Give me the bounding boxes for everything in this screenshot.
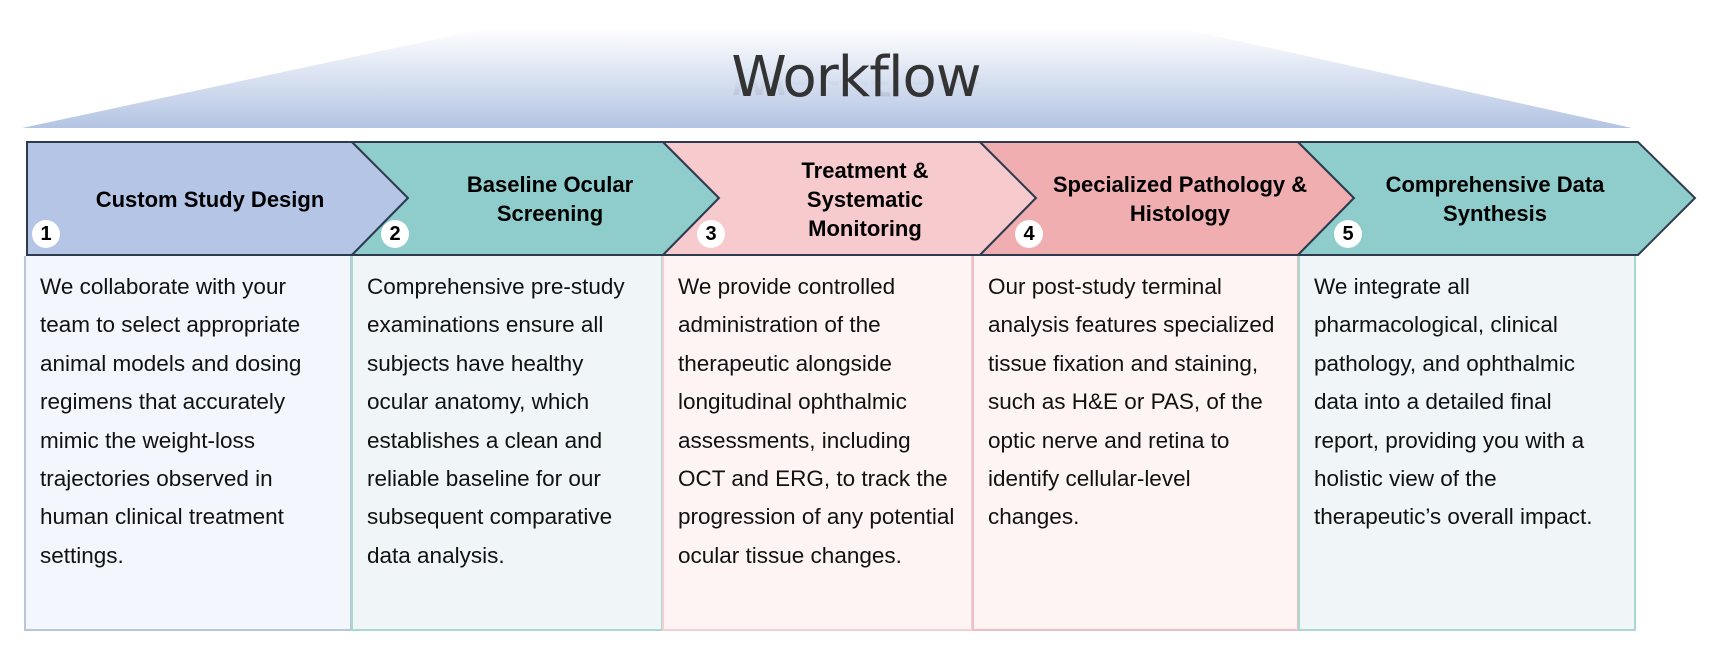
step-5-number-badge: 5: [1334, 220, 1362, 248]
step-2-number-badge: 2: [381, 220, 409, 248]
step-1-description: We collaborate with your team to select …: [40, 274, 302, 568]
step-1-title: Custom Study Design: [95, 186, 325, 212]
step-5-title: Comprehensive Data Synthesis: [1385, 172, 1605, 226]
page-title-reflection: Workflow: [0, 78, 1712, 108]
step-3-card: We provide controlled administration of …: [662, 256, 973, 631]
step-4-number-badge: 4: [1015, 220, 1043, 248]
step-4-card: Our post-study terminal analysis feature…: [972, 256, 1299, 631]
step-4-title: Specialized Pathology & Histology: [1052, 172, 1308, 226]
step-2-card: Comprehensive pre-study examinations ens…: [351, 256, 663, 631]
step-3-title: Treatment & Systematic Monitoring: [801, 157, 929, 241]
step-1-card: We collaborate with your team to select …: [24, 256, 352, 631]
step-3-description: We provide controlled administration of …: [678, 274, 955, 568]
step-5-card: We integrate all pharmacological, clinic…: [1298, 256, 1636, 631]
step-2-description: Comprehensive pre-study examinations ens…: [367, 274, 625, 568]
page-title: Workflow: [731, 45, 981, 110]
step-4-description: Our post-study terminal analysis feature…: [988, 274, 1275, 530]
step-1-number-badge: 1: [32, 220, 60, 248]
step-2-title: Baseline Ocular Screening: [466, 172, 634, 226]
step-3-number-badge: 3: [697, 220, 725, 248]
step-5-description: We integrate all pharmacological, clinic…: [1314, 274, 1593, 530]
title-banner: [22, 28, 1632, 128]
